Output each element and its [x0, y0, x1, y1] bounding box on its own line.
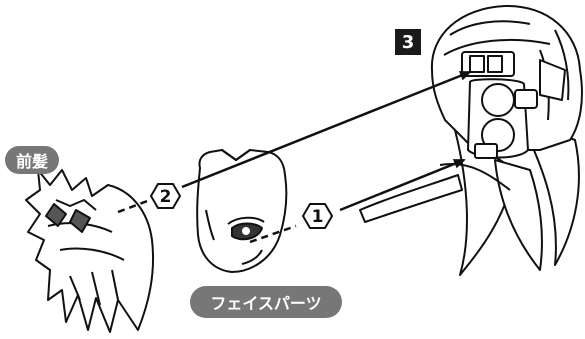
bangs-label: 前髪	[5, 146, 59, 174]
arrow-1	[339, 158, 466, 212]
bangs-part	[25, 169, 155, 333]
step-number-badge: 3	[395, 29, 421, 55]
assembly-arrows	[117, 70, 472, 244]
step-marker-1-label: 1	[312, 207, 324, 227]
arrow-2-dashed-segment	[117, 198, 151, 214]
step-marker-2-label: 2	[160, 187, 172, 207]
step-marker-2: 2	[149, 183, 182, 209]
face-part-label: フェイスパーツ	[190, 286, 342, 318]
face-part	[196, 149, 288, 273]
head-assembly	[359, 4, 583, 276]
arrow-2	[181, 70, 472, 189]
arrow-1-dashed-segment	[249, 224, 297, 244]
step-marker-1: 1	[301, 203, 334, 229]
